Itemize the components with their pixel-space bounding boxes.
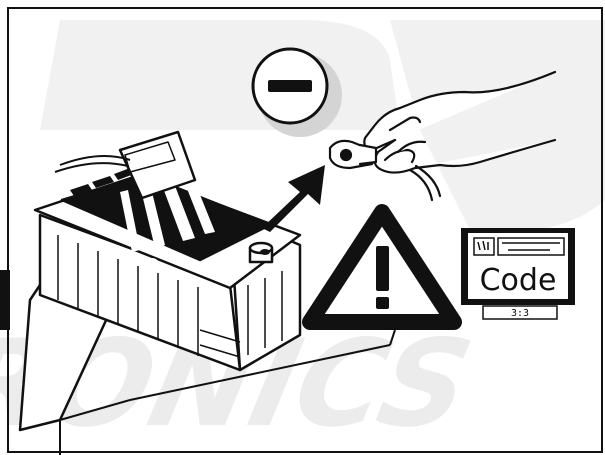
left-edge-tab <box>0 270 10 330</box>
code-attempt-counter: 3:3 <box>511 308 529 319</box>
warning-triangle-icon <box>310 212 454 322</box>
battery-wires <box>55 156 130 172</box>
radio-code-panel: Code 3:3 <box>461 228 575 319</box>
code-label: Code <box>480 263 557 298</box>
arrow-icon <box>262 165 325 232</box>
